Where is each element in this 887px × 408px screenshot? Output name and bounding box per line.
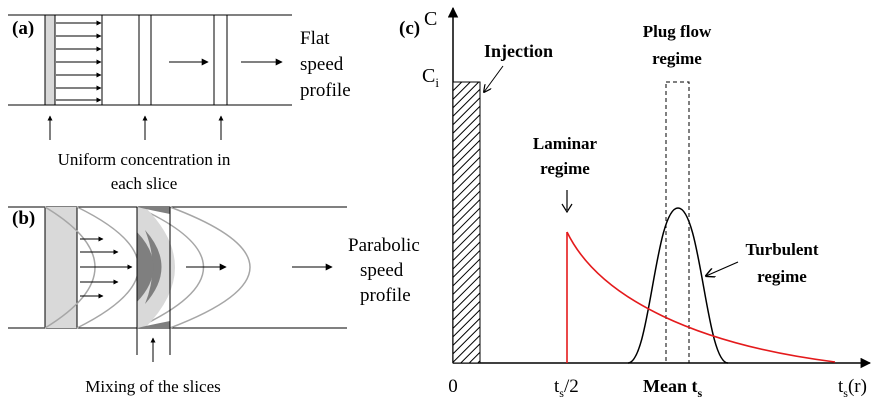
panel-a-label: (a) [12,18,34,39]
panel-b: (b) Parabolic spee [8,206,420,396]
caption-pointer-arrows-a [47,115,224,140]
turbulent-label-line1: Turbulent [745,240,818,259]
parabolic-label-line3: profile [360,285,411,306]
flat-label-line2: speed [300,54,344,75]
parabolic-label-line2: speed [360,260,404,281]
turbulent-arrow [706,261,739,276]
plug-flow-label-line2: regime [652,49,702,68]
laminar-arrow [561,190,573,214]
slice-a-3 [213,14,228,106]
caption-b: Mixing of the slices [85,377,221,396]
flat-profile-arrows [56,20,102,103]
panel-c: (c) C Ci Injection Plug flow regime Lami… [399,6,872,400]
flat-label-line3: profile [300,80,351,101]
ci-label: Ci [422,65,439,90]
slice-a-1 [44,14,56,106]
turbulent-label-line2: regime [757,267,807,286]
x-axis-label: ts(r) [838,376,867,400]
turbulent-curve [627,207,729,364]
plug-flow-pulse [665,81,690,364]
parabolic-profile-arrows [80,236,133,299]
panel-b-label: (b) [12,208,35,229]
y-axis-label: C [424,8,437,30]
plug-flow-label-line1: Plug flow [643,22,712,41]
laminar-curve [566,231,836,363]
tick-half: ts/2 [554,376,579,400]
injection-pulse [452,81,481,364]
caption-a-line1: Uniform concentration in [58,150,231,169]
slice-a-2 [138,14,152,106]
flat-label-line1: Flat [300,28,330,49]
tick-zero: 0 [448,376,458,397]
laminar-label-line1: Laminar [533,134,598,153]
laminar-label-line2: regime [540,159,590,178]
injection-arrow [484,65,504,92]
tick-mean: Mean ts [643,376,702,400]
injection-label: Injection [484,41,553,61]
panel-c-label: (c) [399,18,420,39]
caption-a-line2: each slice [111,174,178,193]
slice-b-1 [45,207,77,328]
panel-a: (a) Flat speed profile Unifor [8,14,351,193]
parabolic-label-line1: Parabolic [348,235,420,256]
